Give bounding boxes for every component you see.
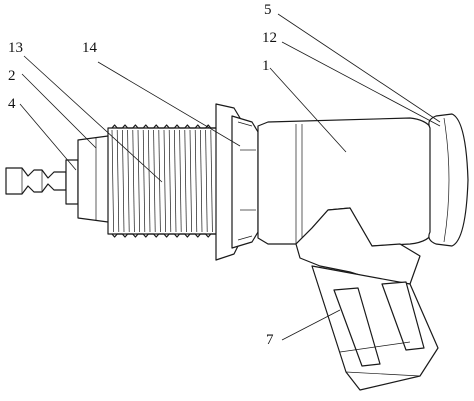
thread-ridge [205,129,208,233]
thread-ridges [111,124,222,238]
neck [65,159,79,205]
label-2: 2 [8,68,16,84]
thread-ridge [153,129,156,233]
thread-ridge [200,129,203,233]
branch-outlet [295,207,439,391]
thread-ridge [142,129,146,233]
thread-ridge [158,129,161,233]
label-12: 12 [262,30,277,46]
threaded-section [107,124,222,238]
thread-ridge [148,129,151,233]
label-13: 13 [8,40,23,56]
label-1: 1 [262,58,270,74]
thread-ridge [137,129,140,233]
collar [77,135,111,223]
thread-ridge [194,129,198,233]
thread-ridge [163,129,166,233]
thread-ridge [111,129,114,233]
thread-ridge [189,129,192,233]
thread-ridge [168,129,172,233]
hex-flange [215,103,259,261]
label-7: 7 [266,332,274,348]
hose-barb [5,167,67,195]
end-cap [428,113,469,247]
label-5: 5 [264,2,272,18]
thread-ridge [184,129,187,233]
label-14: 14 [82,40,98,56]
thread-ridge [127,129,130,233]
thread-ridge [210,129,213,233]
reference-labels: 13 2 4 14 5 12 1 7 [8,2,277,348]
leader-lines [19,13,441,341]
thread-ridge [116,129,120,233]
thread-edge [111,124,222,129]
thread-ridge [174,129,177,233]
label-4: 4 [8,96,16,112]
thread-ridge [122,129,125,233]
thread-ridge [179,129,182,233]
thread-edge [111,233,222,238]
thread-ridge [132,129,135,233]
